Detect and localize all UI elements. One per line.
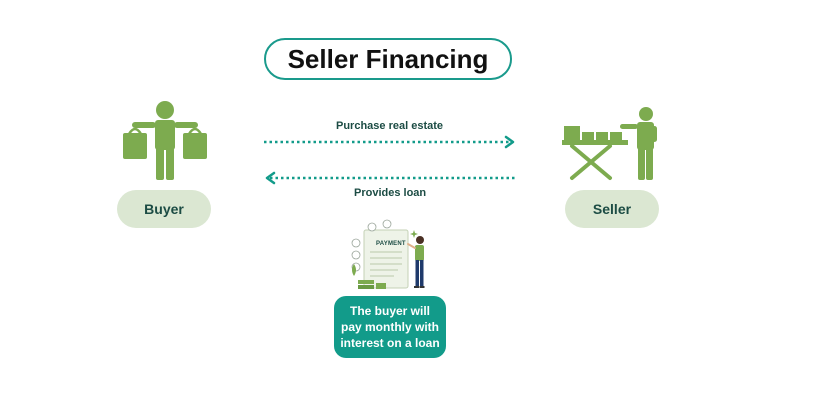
payment-document-label: PAYMENT — [376, 241, 406, 247]
monthly-payment-note: The buyer will pay monthly with interest… — [334, 296, 446, 358]
loan-flow-label: Provides loan — [354, 187, 427, 199]
purchase-arrow — [264, 135, 515, 149]
diagram-title: Seller Financing — [264, 38, 512, 80]
payment-document — [363, 229, 409, 289]
purchase-flow-label: Purchase real estate — [336, 120, 444, 132]
seller-with-table-icon — [562, 107, 657, 180]
buyer-with-bags-icon — [123, 101, 207, 180]
payment-illustration — [351, 219, 425, 289]
loan-arrow — [265, 171, 516, 185]
seller-node: Seller — [565, 190, 659, 228]
buyer-node: Buyer — [117, 190, 211, 228]
